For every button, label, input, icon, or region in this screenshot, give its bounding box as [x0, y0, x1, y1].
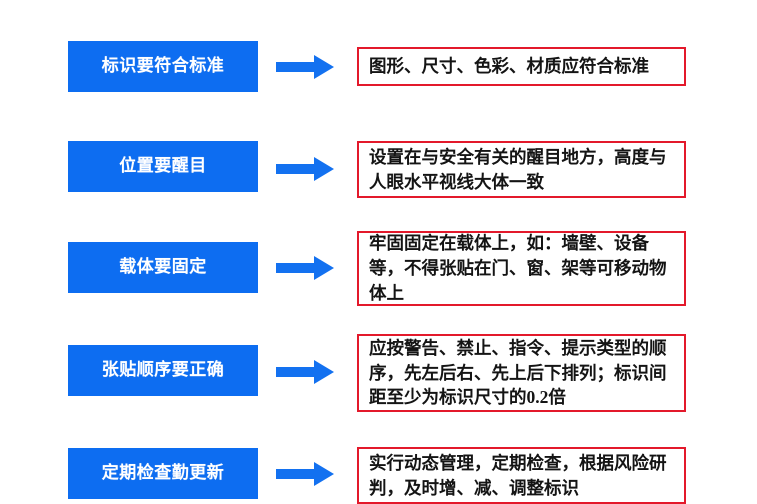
detail-box-5: 实行动态管理，定期检查，根据风险研判，及时增、减、调整标识	[357, 447, 686, 504]
stage-box-2[interactable]: 位置要醒目	[68, 141, 258, 192]
detail-text: 图形、尺寸、色彩、材质应符合标准	[369, 56, 649, 77]
stage-box-5[interactable]: 定期检查勤更新	[68, 448, 258, 499]
right-arrow-icon	[276, 255, 334, 281]
detail-box-4: 应按警告、禁止、指令、提示类型的顺序，先左后右、先上后下排列；标识间距至少为标识…	[357, 334, 686, 412]
right-arrow-icon	[276, 359, 334, 385]
detail-text: 应按警告、禁止、指令、提示类型的顺序，先左后右、先上后下排列；标识间距至少为标识…	[369, 337, 667, 408]
stage-label: 张贴顺序要正确	[101, 360, 225, 380]
detail-text: 实行动态管理，定期检查，根据风险研判，及时增、减、调整标识	[369, 452, 667, 498]
detail-box-3: 牢固固定在载体上，如：墙壁、设备等，不得张贴在门、窗、架等可移动物体上	[357, 231, 686, 306]
stage-label: 位置要醒目	[119, 156, 207, 176]
stage-label: 标识要符合标准	[101, 56, 225, 76]
stage-label: 载体要固定	[119, 257, 207, 277]
detail-box-1: 图形、尺寸、色彩、材质应符合标准	[357, 47, 686, 86]
stage-label: 定期检查勤更新	[101, 463, 225, 483]
stage-box-1[interactable]: 标识要符合标准	[68, 41, 258, 92]
detail-text: 设置在与安全有关的醒目地方，高度与人眼水平视线大体一致	[369, 146, 667, 192]
right-arrow-icon	[276, 461, 334, 487]
detail-box-2: 设置在与安全有关的醒目地方，高度与人眼水平视线大体一致	[357, 141, 686, 198]
stage-box-3[interactable]: 载体要固定	[68, 242, 258, 293]
stage-box-4[interactable]: 张贴顺序要正确	[68, 345, 258, 396]
right-arrow-icon	[276, 54, 334, 80]
right-arrow-icon	[276, 156, 334, 182]
detail-text: 牢固固定在载体上，如：墙壁、设备等，不得张贴在门、窗、架等可移动物体上	[369, 233, 667, 303]
